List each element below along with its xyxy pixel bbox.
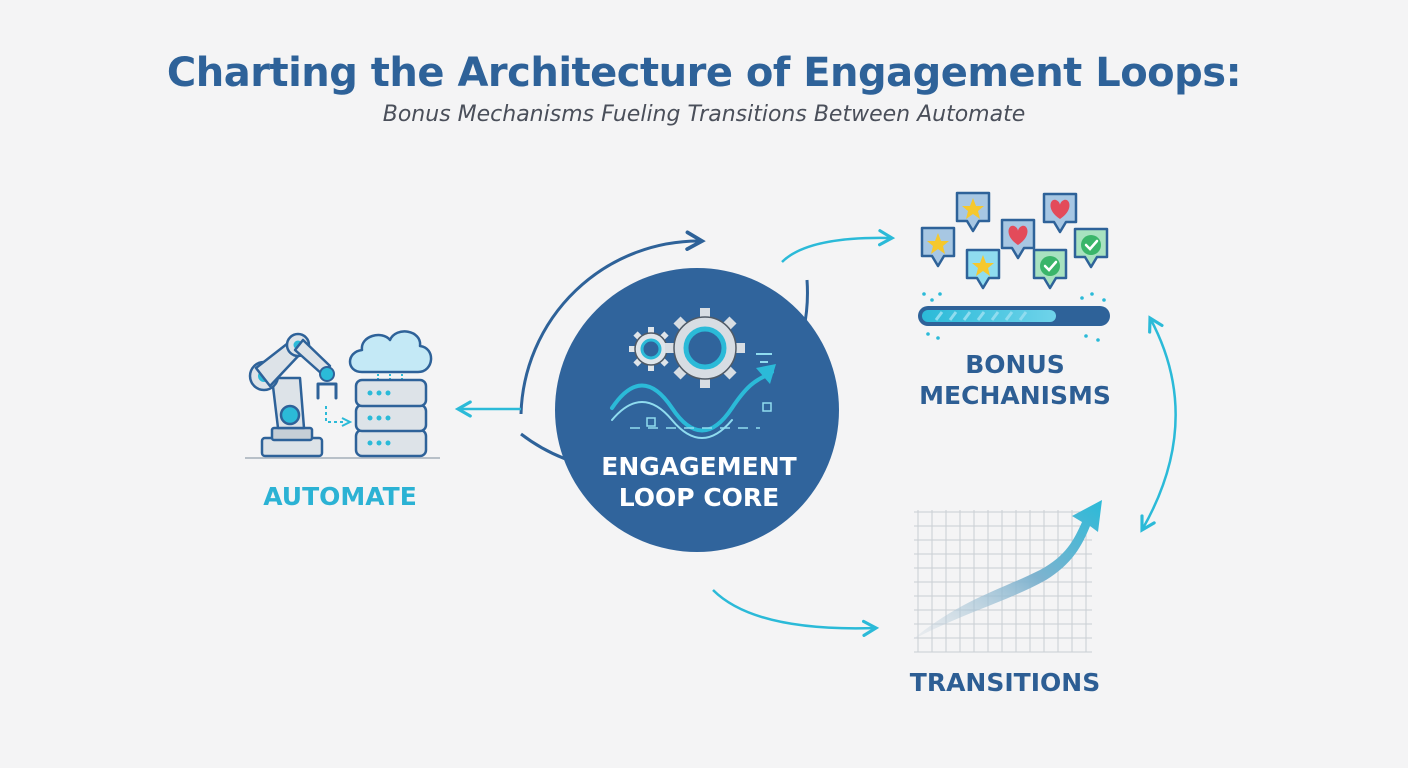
core-label-line1: ENGAGEMENT <box>601 452 797 481</box>
progress-bar-fill <box>922 310 1056 322</box>
page-subtitle: Bonus Mechanisms Fueling Transitions Bet… <box>382 102 1026 127</box>
check-badge <box>1073 227 1109 269</box>
heart-badge <box>1000 218 1036 260</box>
growth-arrow-icon <box>912 500 1102 653</box>
core-label-line2: LOOP CORE <box>618 482 780 512</box>
heart-badge <box>1042 192 1078 234</box>
arrow-bonus-transitions <box>1140 315 1177 533</box>
arrow-to-bonus <box>781 229 896 263</box>
gears-wave-icon <box>610 308 776 439</box>
page-title: Charting the Architecture of Engagement … <box>166 50 1242 96</box>
core-circle <box>555 268 839 552</box>
bonus-label: BONUS MECHANISMS <box>860 350 1170 411</box>
loop-arc-left <box>519 230 706 415</box>
automate-label: AUTOMATE <box>200 482 480 513</box>
star-badge <box>955 191 991 233</box>
check-badge <box>1032 248 1068 290</box>
core-label: ENGAGEMENT LOOP CORE <box>560 452 838 513</box>
star-badge <box>965 248 1001 290</box>
arrow-to-transitions <box>712 589 880 637</box>
transitions-label-text: TRANSITIONS <box>909 668 1101 697</box>
transitions-label: TRANSITIONS <box>860 668 1150 699</box>
bonus-label-line1: BONUS <box>965 350 1065 379</box>
reward-badges-icon <box>918 191 1110 342</box>
star-badge <box>920 226 956 268</box>
automate-label-text: AUTOMATE <box>263 482 417 511</box>
bonus-label-line2: MECHANISMS <box>919 380 1111 410</box>
robot-arm-database-icon <box>245 330 440 459</box>
